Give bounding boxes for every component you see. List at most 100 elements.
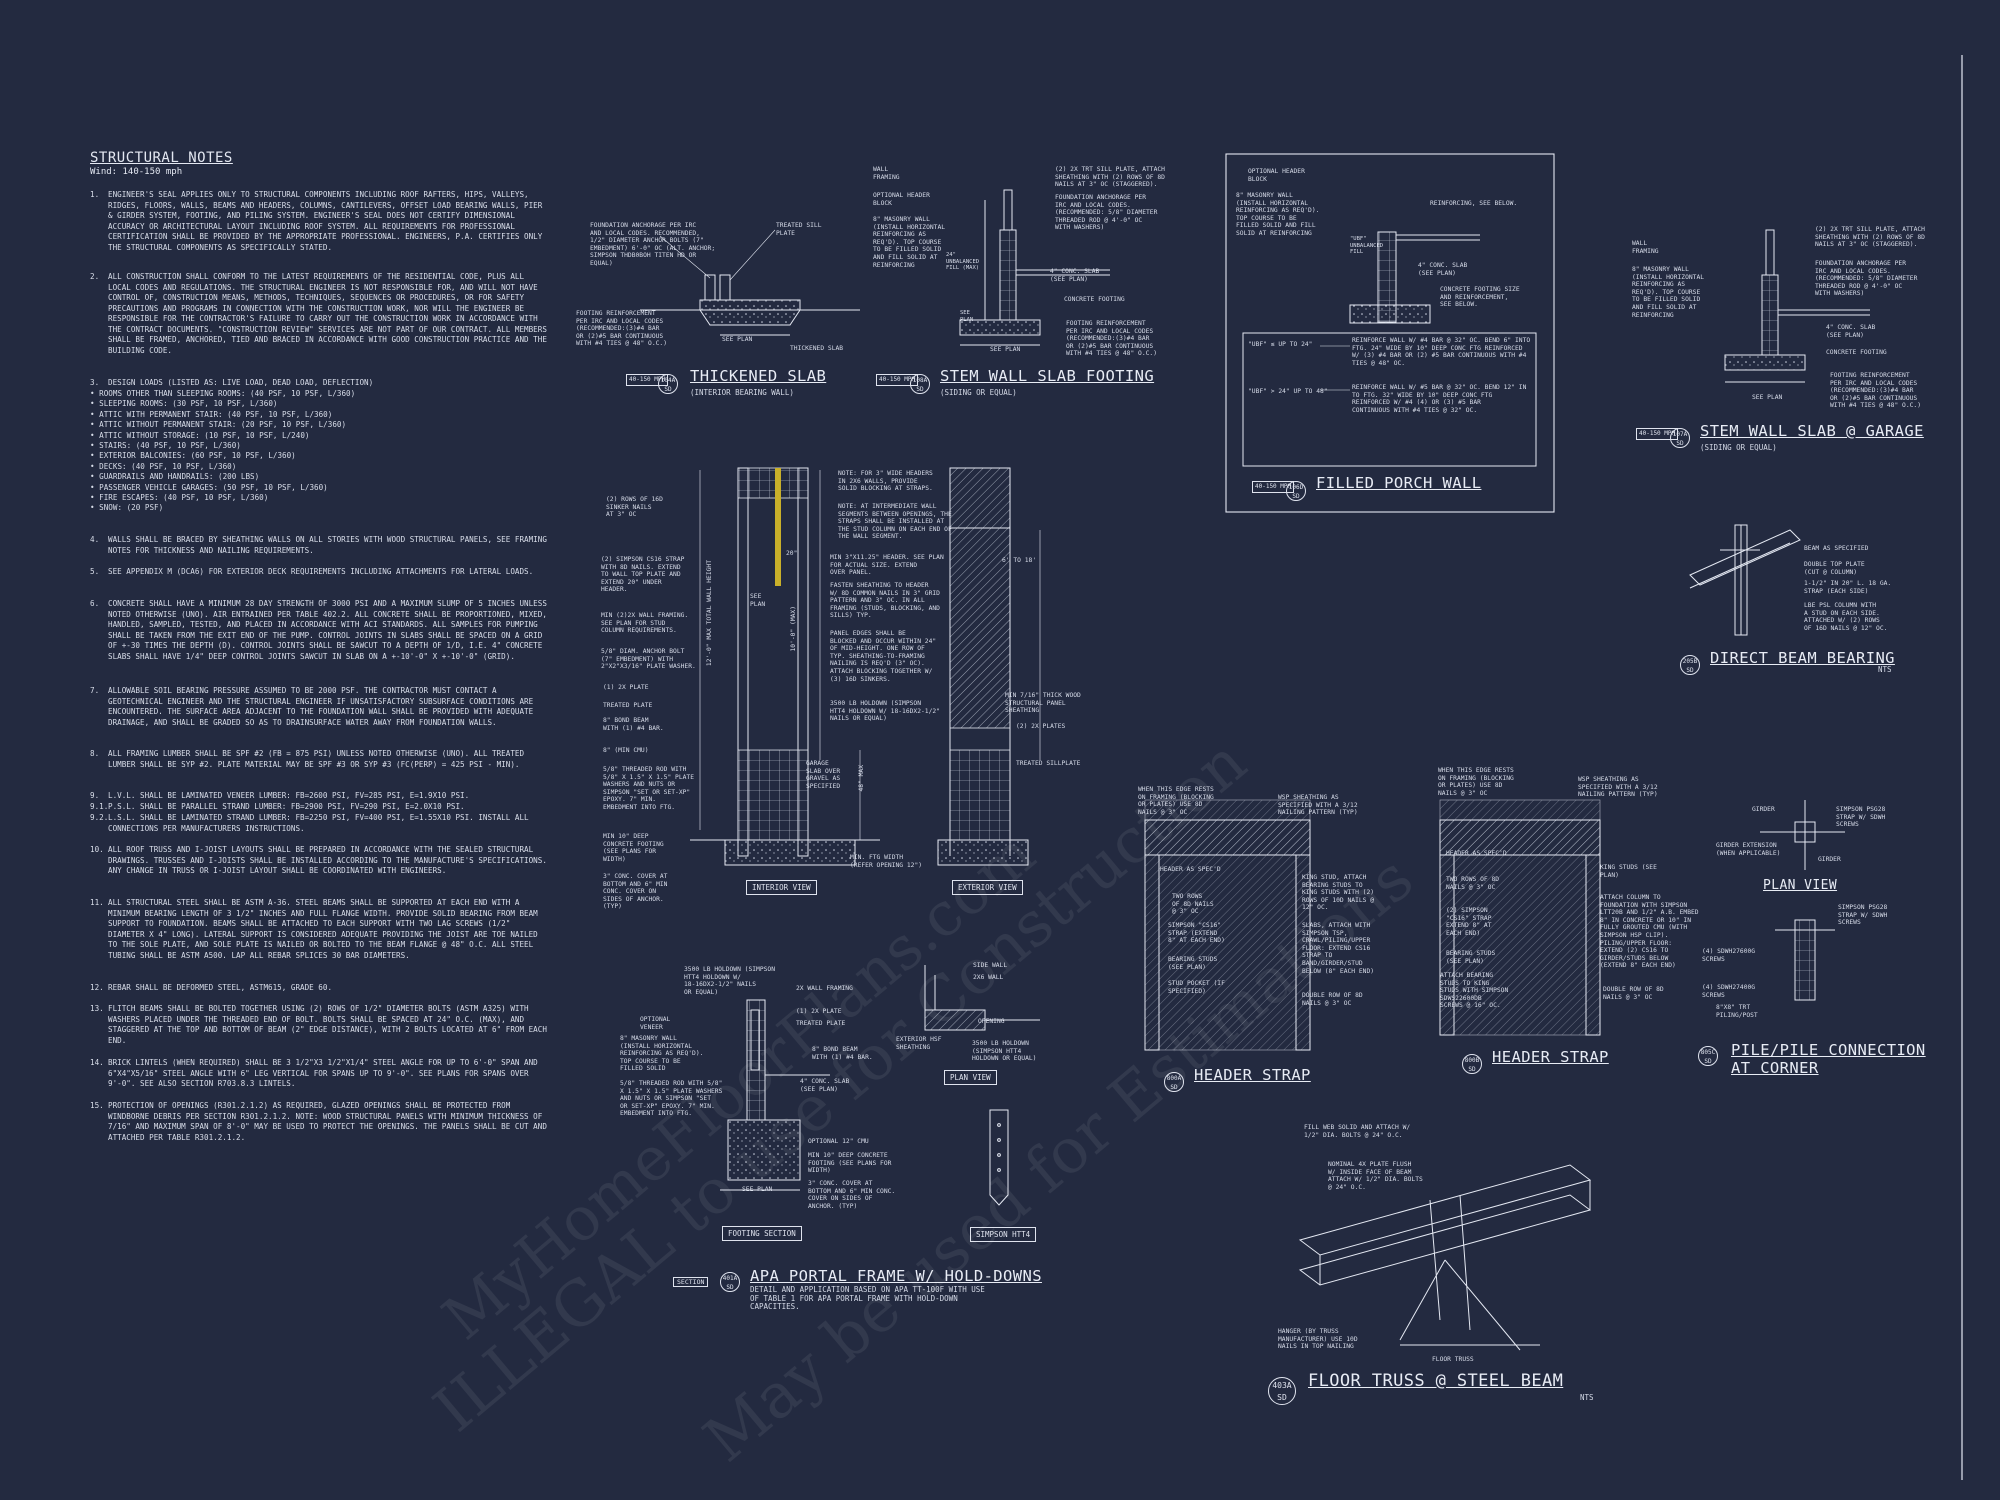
header-strap-a-note: STUD POCKET (IF SPECIFIED) [1168, 980, 1225, 995]
portal-note: (2) 2X PLATES [1016, 723, 1066, 730]
note-12: 12.REBAR SHALL BE DEFORMED STEEL, ASTM61… [90, 983, 550, 994]
header-strap-b-note: KING STUDS (SEE PLAN) [1600, 864, 1657, 879]
portal-lower-note: (1) 2X PLATE [796, 1008, 842, 1015]
note-num: 15. [90, 1101, 104, 1110]
note-num: 7. [90, 686, 100, 695]
portal-note: 3500 LB HOLDOWN (SIMPSON HTT4 HOLDOWN W/… [830, 700, 940, 723]
truss-note: FLOOR TRUSS [1432, 1356, 1474, 1363]
note-text: PROTECTION OF OPENINGS (R301.2.1.2) AS R… [108, 1101, 547, 1142]
header-strap-a-note: SLABS, ATTACH WITH SIMPSON TSP, CRAWL/PI… [1302, 922, 1375, 975]
beam-bearing-note: LBE PSL COLUMN WITH A STUD ON EACH SIDE.… [1804, 602, 1888, 632]
note-text: BRICK LINTELS (WHEN REQUIRED) SHALL BE 3… [108, 1058, 538, 1088]
truss-note: FILL WEB SOLID AND ATTACH W/ 1/2" DIA. B… [1304, 1124, 1411, 1139]
pile-note: (4) SDWH27600G SCREWS [1702, 948, 1756, 963]
tag-number: 205B [1682, 658, 1698, 665]
thickened-slab-note: SEE PLAN [722, 336, 753, 343]
tag-sheet: SD [664, 386, 672, 393]
portal-note: 5/8" THREADED ROD WITH 5/8" X 1.5" X 1.5… [603, 766, 694, 811]
truss-note: NOMINAL 4X PLATE FLUSH W/ INSIDE FACE OF… [1328, 1161, 1423, 1191]
porch-note: OPTIONAL HEADER BLOCK [1248, 168, 1305, 183]
portal-note: 8" (MIN CMU) [603, 747, 649, 754]
tag-number: 104A [660, 377, 676, 384]
portal-note: 48" MAX [858, 765, 865, 792]
note-1: 1.ENGINEER'S SEAL APPLIES ONLY TO STRUCT… [90, 190, 550, 253]
header-strap-b-note: HEADER AS SPEC'D [1446, 850, 1507, 857]
stem-wall-subtitle: (SIDING OR EQUAL) [940, 388, 1017, 397]
note-9: 9.L.V.L. SHALL BE LAMINATED VENEER LUMBE… [90, 791, 550, 802]
stem-wall-note: 8" MASONRY WALL (INSTALL HORIZONTAL REIN… [873, 216, 946, 269]
note-num: 8. [90, 749, 100, 758]
note-num: 9.1. [90, 802, 109, 811]
note-num: 9. [90, 791, 100, 800]
porch-note: REINFORCING, SEE BELOW. [1430, 200, 1518, 207]
porch-table-value: REINFORCE WALL W/ #5 BAR @ 32" OC. BEND … [1352, 384, 1527, 414]
pile-note: (4) SDWH27400G SCREWS [1702, 984, 1756, 999]
truss-subtitle: NTS [1580, 1393, 1594, 1402]
portal-note: TREATED PLATE [603, 702, 653, 709]
portal-note: TREATED SILLPLATE [1016, 760, 1081, 767]
portal-lower-note: 3500 LB HOLDOWN (SIMPSON HTT4 HOLDOWN OR… [972, 1040, 1037, 1063]
header-strap-a-note: KING STUD, ATTACH BEARING STUDS TO KING … [1302, 874, 1375, 912]
note-text: CONCRETE SHALL HAVE A MINIMUM 28 DAY STR… [108, 599, 547, 661]
garage-note: FOUNDATION ANCHORAGE PER IRC AND LOCAL C… [1815, 260, 1918, 298]
portal-note: 6' TO 18' [1002, 557, 1037, 564]
portal-lower-note: OPTIONAL 12" CMU [808, 1138, 869, 1145]
note-text: ALL CONSTRUCTION SHALL CONFORM TO THE LA… [108, 272, 547, 355]
portal-title: APA PORTAL FRAME W/ HOLD-DOWNS [750, 1267, 1042, 1285]
pile-plan-view-label: PLAN VIEW [1763, 878, 1838, 893]
note-11: 11.ALL STRUCTURAL STEEL SHALL BE ASTM A-… [90, 898, 550, 961]
portal-section-label: SECTION [673, 1277, 709, 1287]
tag-number: 401A [722, 1275, 738, 1282]
note-num: 2. [90, 272, 100, 281]
portal-lower-note: SIDE WALL [973, 962, 1008, 969]
portal-lower-note: 3" CONC. COVER AT BOTTOM AND 6" MIN CONC… [808, 1180, 896, 1210]
note-13: 13.FLITCH BEAMS SHALL BE BOLTED TOGETHER… [90, 1004, 550, 1046]
note-text: ENGINEER'S SEAL APPLIES ONLY TO STRUCTUR… [108, 190, 543, 252]
header-strap-a-note: WHEN THIS EDGE RESTS ON FRAMING (BLOCKIN… [1138, 786, 1214, 816]
note-text: ALL FRAMING LUMBER SHALL BE SPF #2 (FB =… [108, 749, 525, 769]
porch-note: CONCRETE FOOTING SIZE AND REINFORCEMENT,… [1440, 286, 1520, 309]
porch-table-value: REINFORCE WALL W/ #4 BAR @ 32" OC. BEND … [1352, 337, 1531, 367]
note-9-2: 9.2.L.S.L. SHALL BE LAMINATED STRAND LUM… [90, 813, 550, 834]
load-item: ATTIC WITHOUT PERMANENT STAIR: (20 PSF, … [90, 420, 355, 430]
note-num: 14. [90, 1058, 104, 1067]
header-strap-b-note: TWO ROWS OF 8D NAILS @ 3" OC [1446, 876, 1500, 891]
portal-lower-note: 2X WALL FRAMING [796, 985, 853, 992]
porch-note: 4" CONC. SLAB (SEE PLAN) [1418, 262, 1468, 277]
tag-sheet: SD [1704, 1058, 1712, 1065]
header-strap-b-note: ATTACH BEARING STUDS TO KING STUDS WITH … [1440, 972, 1509, 1010]
pile-note: SIMPSON PSG28 STRAP W/ SDWH SCREWS [1838, 904, 1888, 927]
tag-sheet: SD [1686, 667, 1694, 674]
pile-title: PILE/PILE CONNECTION AT CORNER [1731, 1041, 1926, 1077]
portal-plan-view-label: PLAN VIEW [944, 1070, 997, 1085]
beam-bearing-note: 1-1/2" IN 20" L. 18 GA. STRAP (EACH SIDE… [1804, 580, 1892, 595]
stem-wall-note: 4" CONC. SLAB (SEE PLAN) [1050, 268, 1100, 283]
note-num: 4. [90, 535, 100, 544]
note-num: 12. [90, 983, 104, 992]
note-14: 14. BRICK LINTELS (WHEN REQUIRED) SHALL B… [90, 1058, 550, 1090]
thickened-slab-subtitle: (INTERIOR BEARING WALL) [690, 388, 794, 397]
truss-title: FLOOR TRUSS @ STEEL BEAM [1308, 1371, 1564, 1391]
portal-note: (1) 2X PLATE [603, 684, 649, 691]
header-strap-b-note: (2) SIMPSON "CS16" STRAP EXTEND 8" AT EA… [1446, 907, 1492, 937]
note-5: 5.SEE APPENDIX M (DCA6) FOR EXTERIOR DEC… [90, 567, 550, 578]
note-text: L.S.L. SHALL BE LAMINATED STRAND LUMBER:… [108, 813, 529, 833]
garage-note: CONCRETE FOOTING [1826, 349, 1887, 356]
header-strap-a-note: TWO ROWS OF 8D NAILS @ 3" OC [1172, 893, 1214, 916]
note-num: 10. [90, 845, 104, 854]
header-strap-b-note: WSP SHEATHING AS SPECIFIED WITH A 3/12 N… [1578, 776, 1658, 799]
beam-bearing-title: DIRECT BEAM BEARING [1710, 649, 1895, 667]
portal-note: GARAGE SLAB OVER GRAVEL AS SPECIFIED [806, 760, 841, 790]
note-4: 4.WALLS SHALL BE BRACED BY SHEATHING WAL… [90, 535, 550, 556]
portal-note: 10'-0" (MAX) [790, 606, 797, 652]
load-item: PASSENGER VEHICLE GARAGES: (50 PSF, 10 P… [90, 483, 355, 493]
tag-sheet: SD [1170, 1084, 1178, 1091]
porch-note: 8" MASONRY WALL (INSTALL HORIZONTAL REIN… [1236, 192, 1320, 237]
beam-bearing-note: BEAM AS SPECIFIED [1804, 545, 1869, 552]
